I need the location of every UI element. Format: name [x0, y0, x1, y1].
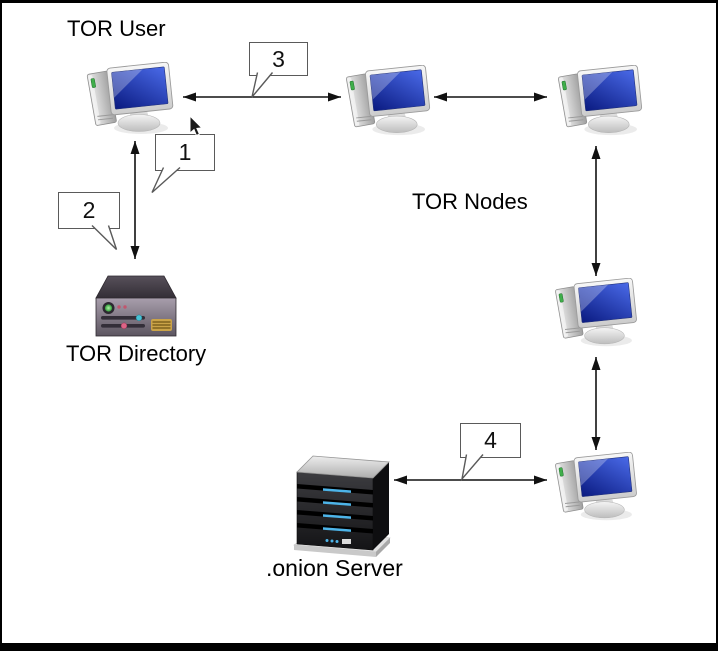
callout-number: 1 [178, 139, 192, 165]
frame-border-left [0, 0, 2, 651]
callout-step-1: 1 [155, 134, 215, 171]
callout-2-tail [91, 224, 118, 251]
desktop-computer-icon [555, 65, 643, 139]
callout-step-2: 2 [58, 192, 120, 229]
rack-server-icon [293, 448, 391, 558]
tor-directory-label: TOR Directory [66, 341, 207, 366]
directory-server-icon [94, 273, 178, 339]
callout-number: 2 [82, 197, 96, 223]
callout-step-3: 3 [249, 42, 308, 76]
callout-4-tail [460, 454, 484, 482]
frame-border-bottom [0, 643, 718, 651]
tor-user-label: TOR User [67, 16, 166, 41]
onion-server-label: .onion Server [266, 555, 403, 581]
mouse-cursor-icon [189, 114, 203, 137]
callout-1-tail [151, 166, 181, 194]
frame-border-top [0, 0, 718, 3]
callout-number: 4 [484, 427, 497, 453]
desktop-computer-icon [343, 65, 431, 139]
tor-nodes-label: TOR Nodes [412, 189, 528, 214]
callout-3-tail [251, 72, 274, 98]
desktop-computer-icon [552, 452, 638, 524]
callout-number: 3 [272, 45, 285, 72]
callout-step-4: 4 [460, 423, 521, 458]
desktop-computer-icon [84, 62, 174, 138]
frame-border-right [716, 0, 718, 651]
desktop-computer-icon [552, 278, 638, 350]
